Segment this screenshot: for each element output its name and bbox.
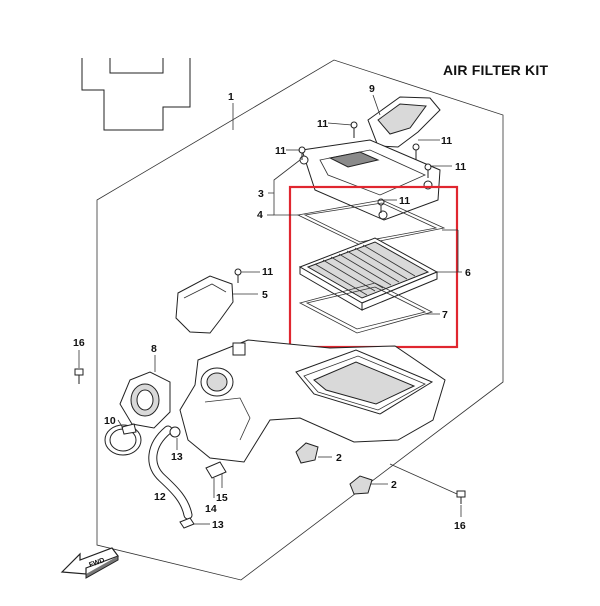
callout-16-b: 16: [454, 520, 466, 532]
callout-3: 3: [258, 188, 264, 200]
callout-14: 14: [205, 503, 217, 515]
callout-1: 1: [228, 91, 234, 103]
clip-pieces: [295, 442, 388, 495]
lower-housing-part: [179, 339, 446, 463]
callout-11-b: 11: [441, 135, 452, 147]
callout-9: 9: [369, 83, 375, 95]
intake-box-part: [175, 275, 258, 334]
gasket-lower: [298, 282, 434, 334]
callout-2-b: 2: [391, 479, 397, 491]
filter-element-part: [298, 237, 439, 311]
connector-part: [119, 355, 171, 429]
bolt-pieces: [74, 350, 466, 517]
callout-13-a: 13: [171, 451, 183, 463]
gasket-upper: [296, 199, 446, 246]
callout-11-e: 11: [399, 195, 410, 207]
callout-10: 10: [104, 415, 116, 427]
callout-5: 5: [262, 289, 268, 301]
callout-16-a: 16: [73, 337, 85, 349]
callout-15: 15: [216, 492, 228, 504]
callout-7: 7: [442, 309, 448, 321]
housing-cover-part: [299, 139, 441, 221]
callout-11-c: 11: [275, 145, 286, 157]
callout-11-a: 11: [317, 118, 328, 130]
callout-2-a: 2: [336, 452, 342, 464]
callout-numbers: 1 9 11 11 11 11 3 11 4 11 6 5 7 16 8 10 …: [73, 83, 471, 532]
callout-6: 6: [465, 267, 471, 279]
assembly-boundary: [96, 59, 504, 581]
small-fittings: [169, 426, 227, 529]
callout-8: 8: [151, 343, 157, 355]
diagram-title: AIR FILTER KIT: [443, 62, 549, 78]
air-duct-part: [367, 94, 441, 148]
bracket-outline: [81, 58, 191, 131]
clamp-part: [104, 419, 142, 456]
callout-4: 4: [257, 209, 263, 221]
fwd-arrow-icon: FWD: [60, 547, 119, 579]
callout-11-d: 11: [455, 161, 466, 173]
callout-11-f: 11: [262, 266, 273, 278]
leader-lines: [241, 122, 462, 315]
callout-13-b: 13: [212, 519, 224, 531]
callout-12: 12: [154, 491, 166, 503]
